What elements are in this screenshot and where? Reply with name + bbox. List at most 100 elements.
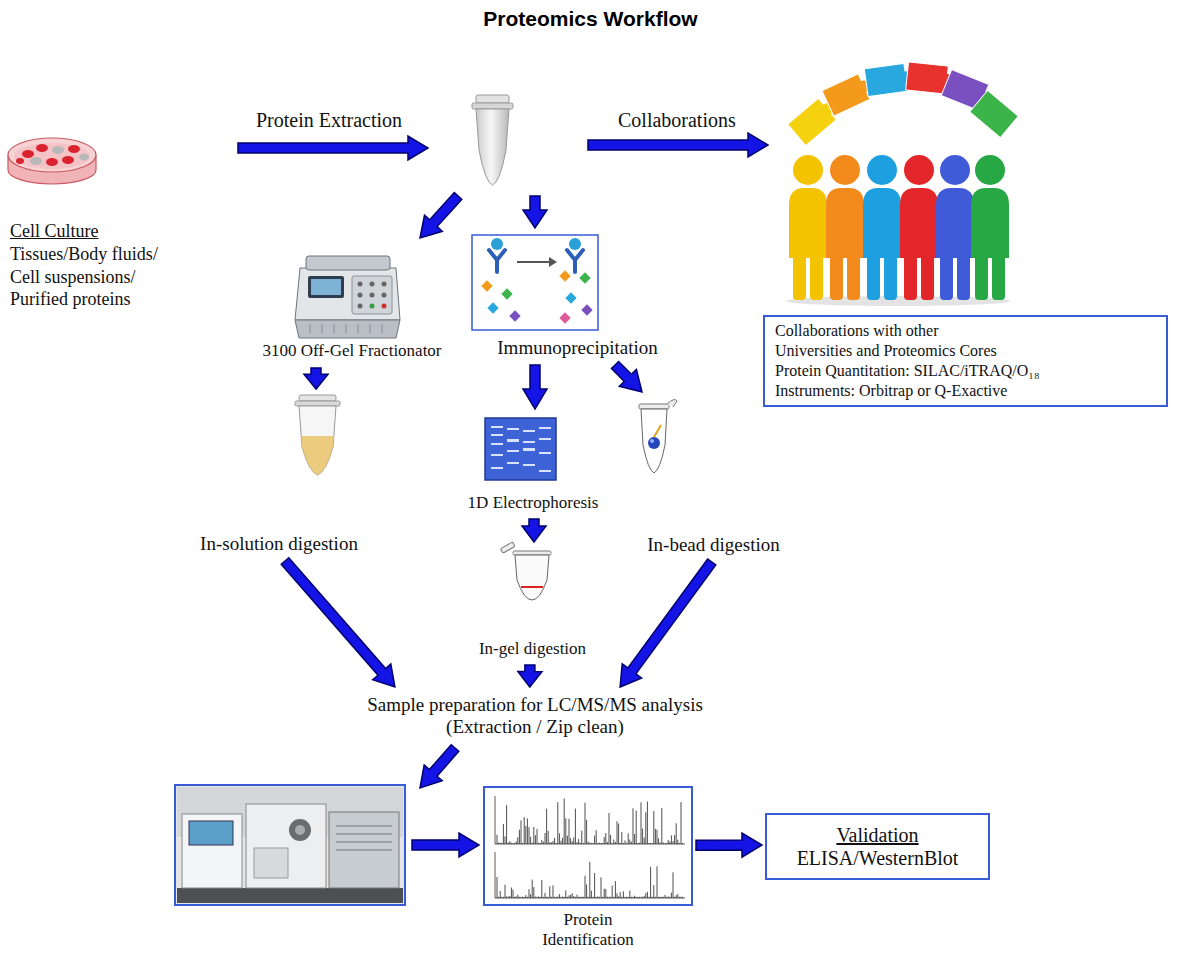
- illustration-part: [970, 90, 1019, 137]
- illustration-part: [476, 109, 509, 185]
- illustration-part: [472, 235, 598, 330]
- illustration-part: [549, 257, 557, 267]
- illustration-part: [900, 155, 938, 300]
- illustration-part: [581, 304, 592, 315]
- node-heading: 3100 Off-Gel Fractionator: [262, 340, 441, 361]
- illustration-part: [189, 821, 233, 845]
- illustration-part: [254, 848, 288, 878]
- node-text: Instruments: Orbitrap or Q-Exactive: [775, 381, 1007, 401]
- illustration-part: [358, 293, 363, 298]
- digestion-step: In-solution digestion: [168, 392, 390, 558]
- illustration-part: [295, 268, 400, 320]
- validation-box: ValidationELISA/WesternBlot: [765, 813, 990, 880]
- illustration-part: [491, 238, 503, 250]
- illustration-part: [495, 796, 685, 898]
- illustration-part: [507, 462, 519, 464]
- illustration-part: [175, 785, 405, 905]
- step-illustration: [625, 395, 802, 558]
- illustration-part: [481, 280, 492, 291]
- node-text: Tissues/Body fluids/ Cell suspensions/ P…: [10, 243, 176, 311]
- illustration-part: [485, 418, 556, 480]
- illustration-part: [476, 95, 509, 103]
- illustration-part: [992, 250, 1005, 300]
- illustration-part: [491, 454, 503, 456]
- illustration-part: [491, 426, 503, 428]
- node-text: ELISA/WesternBlot: [797, 847, 959, 870]
- illustration-part: [295, 320, 400, 338]
- illustration-part: [904, 155, 934, 185]
- illustration-part: [810, 250, 823, 300]
- illustration-part: [358, 282, 363, 287]
- node-heading: Cell Culture: [10, 220, 99, 242]
- flow-arrow: [612, 362, 643, 393]
- illustration-part: [569, 238, 581, 250]
- illustration-part: [491, 434, 503, 436]
- flow-arrow: [304, 368, 328, 389]
- illustration-part: [830, 250, 843, 300]
- illustration-part: [523, 430, 535, 432]
- illustration-part: [382, 304, 387, 309]
- process-step: Sample preparation for LC/MS/MS analysis…: [300, 690, 770, 742]
- illustration-part: [971, 155, 1009, 300]
- illustration-part: [16, 158, 24, 164]
- illustration-part: [515, 555, 549, 600]
- illustration-part: [539, 427, 551, 429]
- collaboration-people: [786, 62, 1018, 306]
- illustration-part: [420, 745, 459, 788]
- flow-arrow: [522, 519, 546, 542]
- illustration-part: [639, 404, 669, 409]
- illustration-part: [539, 438, 551, 440]
- illustration-part: [30, 157, 42, 165]
- digestion-step: In-bead digestion: [625, 395, 802, 559]
- petri-dish: [8, 138, 96, 184]
- flow-arrow: [281, 558, 395, 687]
- arrow-label: Protein Extraction: [256, 108, 402, 132]
- illustration-part: [238, 136, 428, 160]
- illustration-part: [975, 250, 988, 300]
- source-caption: Cell CultureTissues/Body fluids/ Cell su…: [10, 218, 205, 314]
- illustration-part: [301, 436, 334, 475]
- illustration-part: [36, 144, 48, 152]
- illustration-part: [182, 814, 242, 888]
- illustration-part: [826, 188, 864, 258]
- illustration-part: [507, 428, 519, 430]
- illustration-part: [311, 279, 341, 295]
- result-step: Protein Identification: [483, 786, 693, 953]
- illustration-part: [523, 196, 547, 228]
- illustration-part: [940, 250, 953, 300]
- illustration-part: [539, 470, 551, 472]
- node-text: Protein Quantitation: SILAC/iTRAQ/O₁₈: [775, 361, 1039, 381]
- illustration-part: [329, 812, 399, 888]
- illustration-part: [667, 400, 677, 407]
- illustration-part: [826, 155, 864, 300]
- illustration-part: [295, 401, 340, 406]
- illustration-part: [517, 261, 549, 263]
- illustration-part: [484, 787, 692, 905]
- illustration-part: [46, 158, 58, 166]
- illustration-part: [370, 282, 375, 287]
- illustration-part: [177, 888, 403, 903]
- illustration-part: [79, 154, 89, 161]
- illustration-part: [863, 188, 901, 258]
- digestion-step: In-gel digestion: [465, 545, 600, 662]
- node-heading: In-gel digestion: [479, 639, 586, 659]
- illustration-part: [867, 250, 880, 300]
- illustration-part: [559, 270, 570, 281]
- sample-tube: [472, 95, 513, 185]
- illustration-part: [491, 443, 503, 445]
- illustration-part: [68, 145, 80, 153]
- illustration-part: [521, 586, 543, 588]
- illustration-part: [299, 406, 336, 475]
- illustration-part: [650, 439, 654, 443]
- illustration-part: [567, 250, 583, 272]
- method-step: 1D Electrophoresis: [453, 412, 613, 516]
- node-heading: Immunoprecipitation: [497, 337, 657, 359]
- flow-arrow: [523, 365, 547, 409]
- illustration-part: [847, 250, 860, 300]
- illustration-part: [904, 250, 917, 300]
- illustration-part: [491, 467, 503, 469]
- illustration-part: [507, 439, 519, 442]
- illustration-part: [588, 133, 768, 157]
- illustration-part: [971, 188, 1009, 258]
